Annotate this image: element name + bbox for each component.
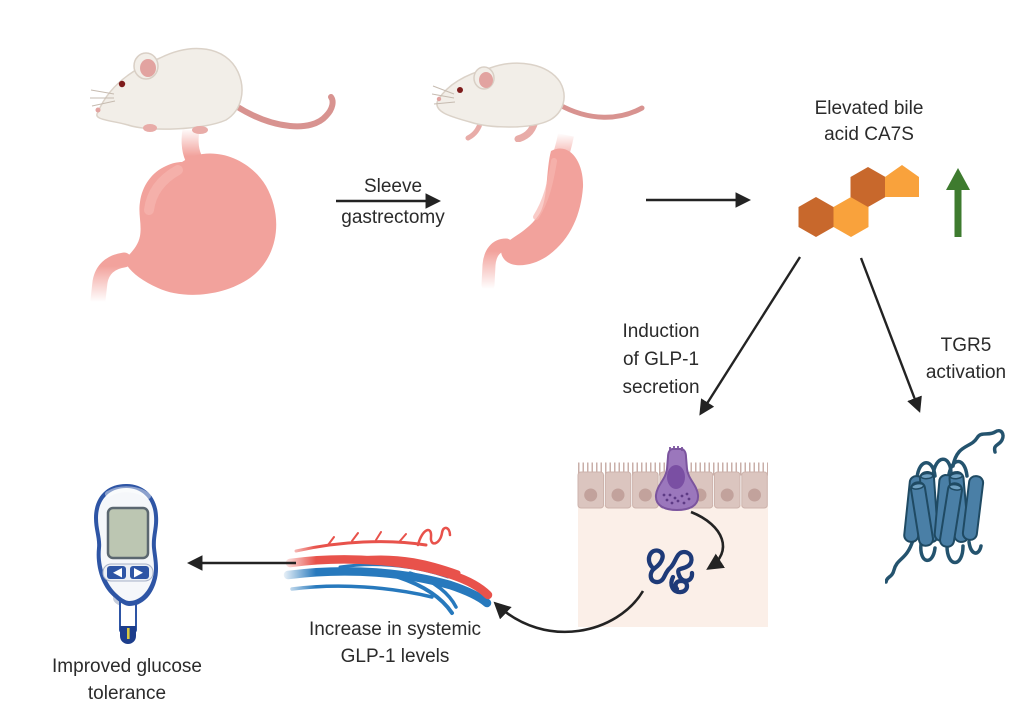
epithelial-cells: [577, 471, 768, 509]
outcome-label: Improved glucose tolerance: [52, 656, 202, 704]
bile-acid-label: Elevated bile acid CA7S: [814, 98, 924, 145]
systemic-glp1-label: Increase in systemic GLP-1 levels: [308, 619, 482, 667]
tgr5-label: TGR5 activation: [925, 335, 1007, 383]
sleeve-stomach-icon: [481, 133, 584, 292]
glp1-induction-label: Induction of GLP-1 secretion: [622, 321, 700, 398]
glp1-peptide-icon: [646, 548, 695, 595]
meter-screen: [106, 506, 150, 560]
surgery-label: Sleeve gastrectomy: [341, 176, 445, 228]
bile-acid-hexagons-icon: [798, 165, 970, 237]
green-up-arrow-icon: [946, 168, 970, 237]
hexagon-dark-1: [798, 197, 834, 237]
mouse-icon: [90, 47, 336, 134]
tgr5-receptor-icon: [885, 428, 1005, 584]
glucose-meter-icon: [94, 484, 159, 644]
l-cell-icon: [654, 446, 700, 512]
blood-vessels-icon: [280, 526, 493, 620]
hexagon-dark-2: [850, 167, 886, 207]
stomach-icon: [90, 128, 277, 303]
pentagon-light: [885, 165, 919, 197]
slim-mouse-icon: [432, 62, 645, 142]
hexagon-light-1: [833, 197, 869, 237]
intestinal-epithelium-icon: [577, 446, 768, 627]
